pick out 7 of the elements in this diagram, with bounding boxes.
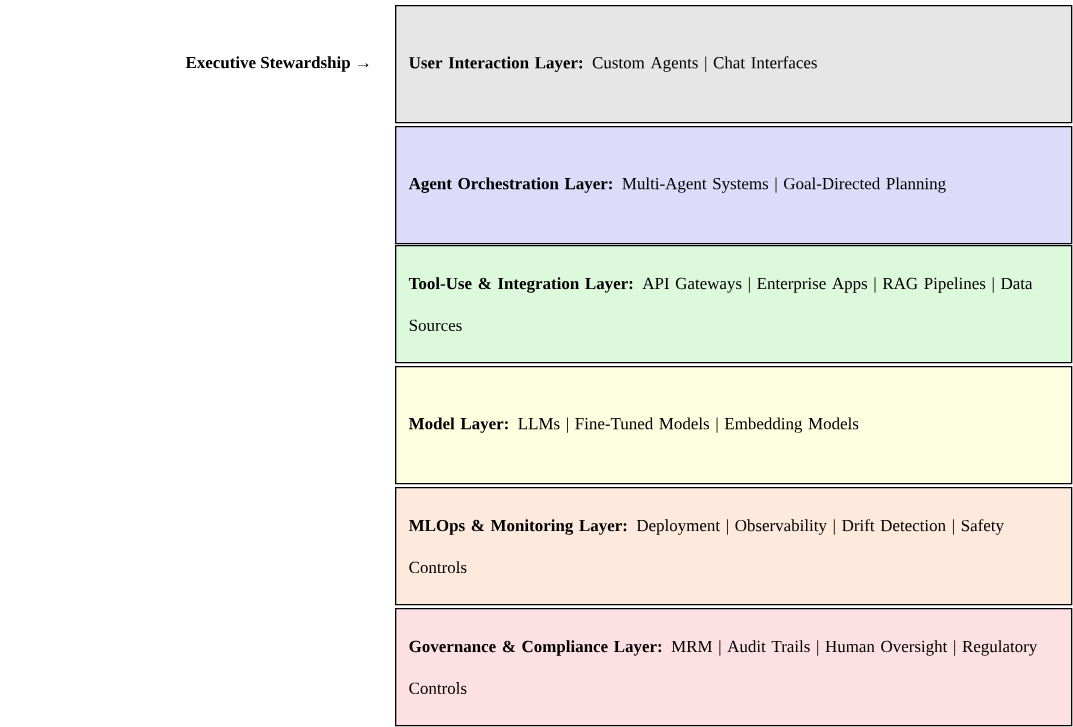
layer-box: Agent Orchestration Layer: Multi-Agent Systems | Goal-Directed Planning	[395, 126, 1073, 245]
layer-box: Governance & Compliance Layer: MRM | Audit Trails | Human Oversight | Regulatory Controls	[395, 608, 1073, 727]
layer-box: Tool-Use & Integration Layer: API Gateways | Enterprise Apps | RAG Pipelines | Data Sources	[395, 245, 1073, 364]
layer-box: MLOps & Monitoring Layer: Deployment | Observability | Drift Detection | Safety Controls	[395, 487, 1073, 606]
layer-box: Model Layer: LLMs | Fine-Tuned Models | Embedding Models	[395, 366, 1073, 485]
layer-box: User Interaction Layer: Custom Agents | Chat Interfaces	[395, 5, 1073, 124]
side-label: Executive Stewardship →	[185, 56, 369, 72]
